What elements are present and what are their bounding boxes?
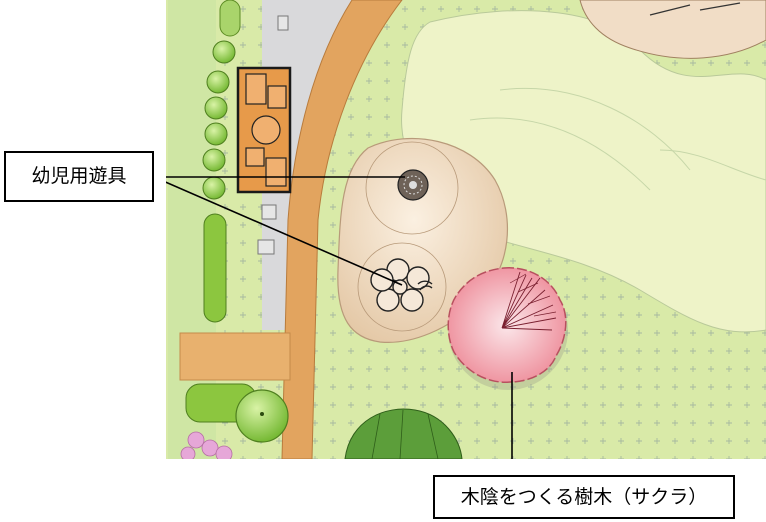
round-shrub-icon (235, 389, 289, 443)
curved-path (281, 0, 403, 459)
climbing-frame-icon (236, 66, 292, 194)
shade-tree-callout: 木陰をつくる樹木（サクラ） (433, 475, 735, 519)
bench-icon (257, 15, 289, 255)
plaza (579, 0, 766, 59)
flower-bed (180, 431, 233, 459)
play-equipment-callout: 幼児用遊具 (4, 151, 154, 202)
cherry-tree-icon (447, 267, 568, 390)
side-path (179, 332, 291, 381)
play-equipment-spring-icon (370, 258, 433, 312)
play-equipment-dome-icon (397, 169, 429, 201)
leader-lines (166, 176, 513, 459)
tree-canopy-icon (344, 408, 463, 459)
